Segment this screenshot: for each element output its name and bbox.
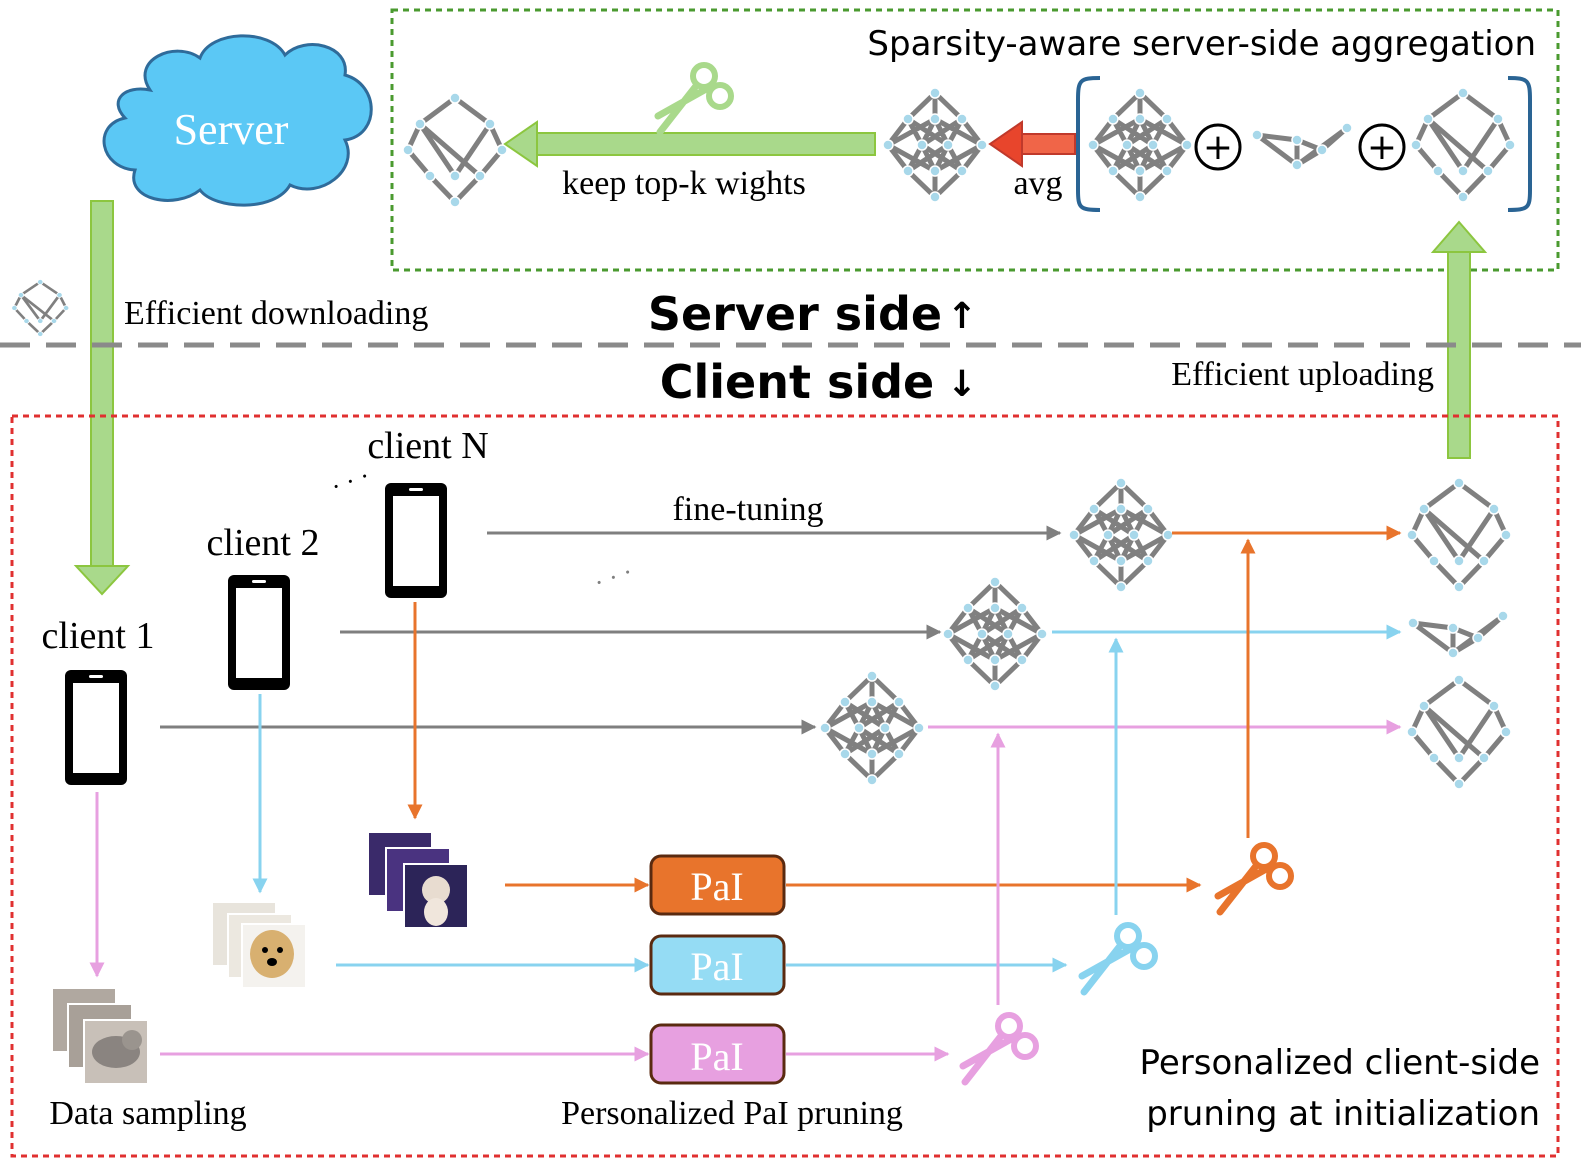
left-bracket	[1076, 76, 1101, 212]
client-2-label: client 2	[207, 522, 320, 564]
client-2-phone-icon	[228, 575, 290, 690]
client-2-dense-net-icon	[943, 577, 1047, 691]
server-side-arrow: ↑	[947, 296, 977, 337]
personalized-pai-pruning-label: Personalized PaI pruning	[561, 1095, 903, 1132]
data-sampling-label: Data sampling	[49, 1095, 246, 1132]
server-cloud	[102, 34, 373, 207]
client-1-sparse-net-icon	[1407, 675, 1511, 789]
client-1-phone-icon	[65, 670, 127, 785]
client-side-label: Client side	[660, 355, 935, 409]
download-arrow	[73, 200, 131, 596]
rows-ellipsis: · · ·	[590, 557, 637, 598]
scissors-icon-client-n	[1218, 845, 1291, 912]
pai-box-client-1	[649, 1023, 786, 1085]
client-net-3-icon	[1411, 88, 1515, 202]
client-net-2-icon	[1252, 123, 1352, 170]
keep-topk-label: keep top-k wights	[562, 165, 806, 202]
pai-box-client-n	[649, 854, 786, 916]
pai-label-client-1: PaI	[690, 1034, 743, 1079]
client-n-data-images	[367, 831, 469, 929]
client-n-phone-icon	[385, 483, 447, 598]
plus-circle-1	[1194, 123, 1242, 171]
averaged-net-icon	[883, 88, 987, 202]
client-1-dense-net-icon	[820, 671, 924, 785]
scissors-icon-client-2	[1082, 925, 1155, 992]
server-label: Server	[174, 105, 289, 154]
plus-symbol-1: +	[1203, 127, 1233, 168]
right-bracket	[1507, 76, 1532, 212]
client-pruning-box	[10, 414, 1560, 1158]
client-2-data-images	[211, 901, 307, 989]
server-side-label: Server side	[648, 287, 942, 341]
pai-box-client-2	[649, 934, 786, 996]
client-n-label: client N	[367, 425, 488, 467]
efficient-uploading-label: Efficient uploading	[1171, 356, 1434, 393]
pruned-global-net-icon	[403, 93, 507, 207]
pai-label-client-n: PaI	[690, 864, 743, 909]
client-box-title-line2: pruning at initialization	[1146, 1094, 1540, 1134]
client-n-sparse-net-icon	[1407, 478, 1511, 592]
keep-topk-arrow	[503, 120, 876, 168]
fine-tuning-label: fine-tuning	[672, 491, 823, 528]
avg-label: avg	[1013, 165, 1062, 202]
client-2-sparse-net-icon	[1408, 611, 1508, 658]
client-net-1-icon	[1088, 88, 1192, 202]
scissors-icon-server	[658, 65, 731, 132]
client-n-dense-net-icon	[1069, 478, 1173, 592]
scissors-icon-client-1	[963, 1015, 1036, 1082]
server-aggregation-box	[390, 8, 1560, 272]
plus-symbol-2: +	[1367, 127, 1397, 168]
client-1-data-images	[51, 987, 149, 1085]
client-1-label: client 1	[42, 615, 155, 657]
efficient-downloading-label: Efficient downloading	[124, 295, 428, 332]
server-box-title: Sparsity-aware server-side aggregation	[867, 24, 1536, 64]
upload-arrow	[1430, 220, 1488, 459]
plus-circle-2	[1358, 123, 1406, 171]
client-box-title-line1: Personalized client-side	[1140, 1043, 1540, 1083]
downloaded-sparse-net-icon	[10, 278, 71, 338]
pai-label-client-2: PaI	[690, 944, 743, 989]
avg-arrow	[988, 120, 1076, 168]
client-side-arrow: ↓	[947, 364, 977, 405]
clients-ellipsis: · · ·	[327, 461, 374, 502]
